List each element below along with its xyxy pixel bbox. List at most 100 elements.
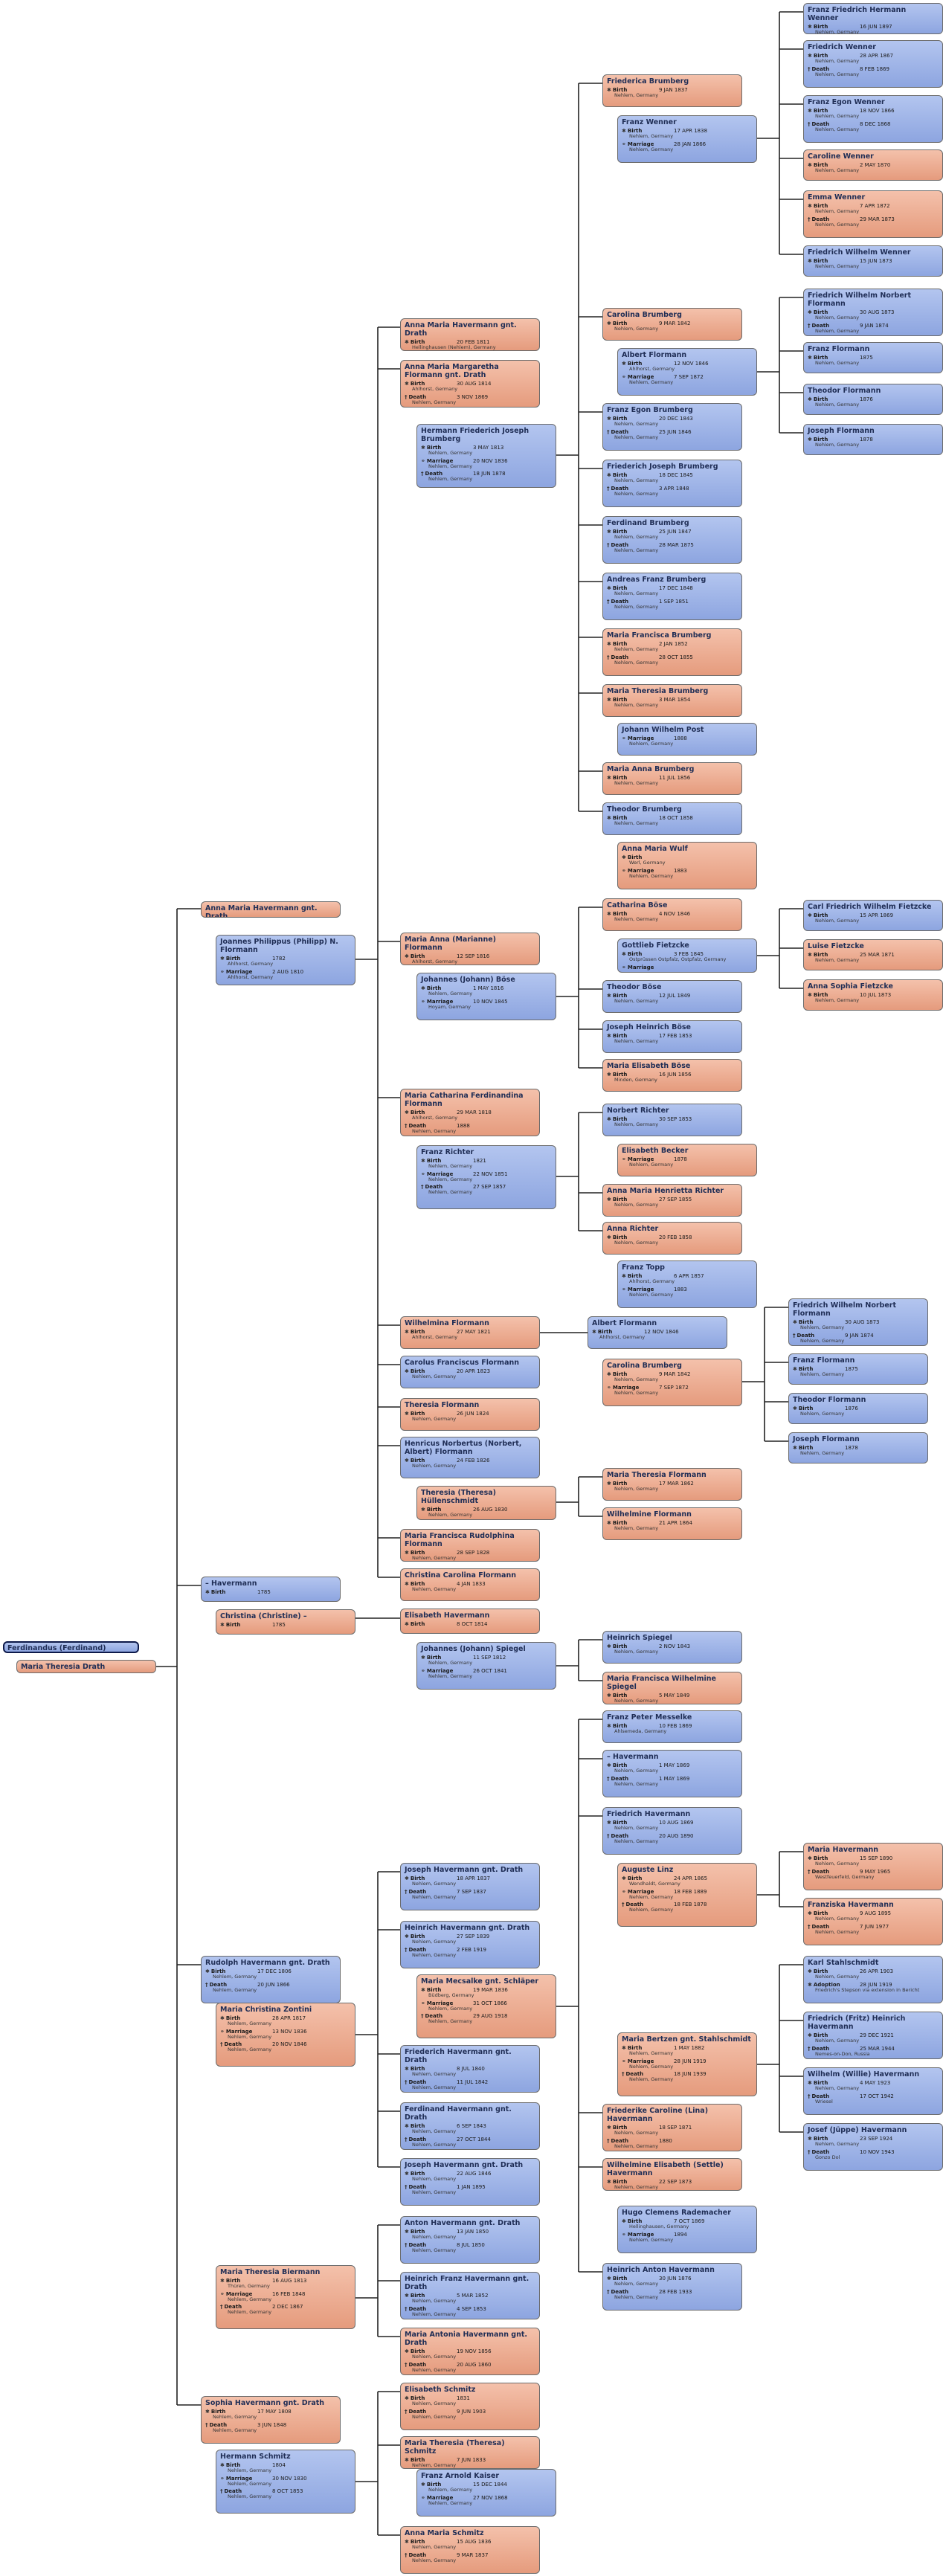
person-card-hnfl[interactable]: Henricus Norbertus (Norbert, Albert) Flo… bbox=[400, 1437, 540, 1478]
person-card-wesh[interactable]: Wilhelmine Elisabeth (Settle) Havermann✱… bbox=[602, 2158, 742, 2191]
person-card-ffhh[interactable]: Friedrich (Fritz) Heinrich Havermann✱Bir… bbox=[803, 2012, 943, 2059]
person-card-ammf[interactable]: Anna Maria Margaretha Flormann gnt. Drat… bbox=[400, 360, 540, 408]
person-card-ff1[interactable]: Friedrich Wilhelm Norbert Flormann✱Birth… bbox=[803, 289, 943, 336]
person-card-mahg[interactable]: Maria Antonia Havermann gnt. Drath✱Birth… bbox=[400, 2328, 540, 2375]
person-card-hfjb[interactable]: Hermann Friederich Joseph Brumberg✱Birth… bbox=[416, 424, 556, 488]
person-card-jppf[interactable]: Joannes Philippus (Philipp) N. Flormann✱… bbox=[216, 935, 355, 985]
root-person-card[interactable]: Ferdinandus (Ferdinand) Havermann bbox=[3, 1641, 139, 1653]
root-spouse-card[interactable]: Maria Theresia Drath bbox=[16, 1660, 156, 1673]
person-card-gf1[interactable]: Friedrich Wilhelm Norbert Flormann✱Birth… bbox=[788, 1298, 928, 1346]
person-card-mfws[interactable]: Maria Francisca Wilhelmine Spiegel✱Birth… bbox=[602, 1672, 742, 1704]
person-card-hfhg[interactable]: Heinrich Franz Havermann gnt. Drath✱Birt… bbox=[400, 2272, 540, 2319]
person-card-fclh[interactable]: Friederike Caroline (Lina) Havermann✱Bir… bbox=[602, 2104, 742, 2151]
person-card-amgd[interactable]: Anna Maria Havermann gnt. Drath✱Birth178… bbox=[201, 901, 341, 918]
person-card-mcff[interactable]: Maria Catharina Ferdinandina Flormann✱Bi… bbox=[400, 1089, 540, 1136]
person-card-mfrf[interactable]: Maria Francisca Rudolphina Flormann✱Birt… bbox=[400, 1529, 540, 1562]
